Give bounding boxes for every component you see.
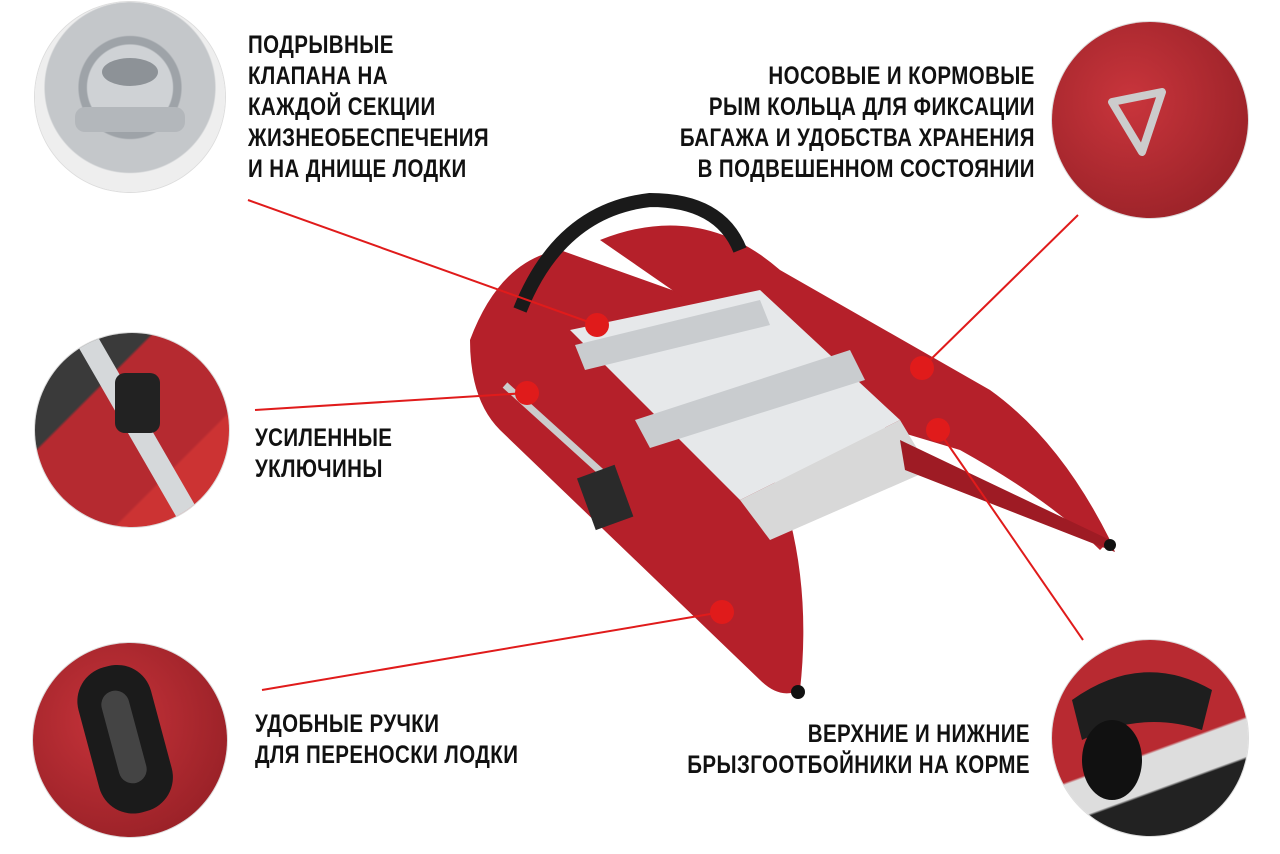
boat-bow-arch [513,192,747,313]
label-line: И НА ДНИЩЕ ЛОДКИ [248,155,467,183]
handle-callout-line [261,611,723,691]
valves-label: ПОДРЫВНЫЕ КЛАПАНА НА КАЖДОЙ СЕКЦИИ ЖИЗНЕ… [248,30,489,185]
oarlock-callout-line [254,392,528,411]
label-line: ПОДРЫВНЫЕ [248,31,394,59]
splash-callout-line [937,429,1084,641]
label-line: ДЛЯ ПЕРЕНОСКИ ЛОДКИ [255,741,519,769]
label-line: НОСОВЫЕ И КОРМОВЫЕ [768,62,1035,90]
splash-marker-dot [926,418,950,442]
ring-detail-image [1052,22,1248,218]
label-line: БРЫЗГООТБОЙНИКИ НА КОРМЕ [687,751,1030,779]
handles-label: УДОБНЫЕ РУЧКИ ДЛЯ ПЕРЕНОСКИ ЛОДКИ [255,709,518,771]
label-line: УДОБНЫЕ РУЧКИ [255,710,440,738]
valve-callout-line [247,199,598,326]
ring-marker-dot [910,356,934,380]
boat-stern-cone [900,440,1115,552]
boat-transom [740,420,930,540]
oarlock-detail-image [35,333,229,527]
label-line: БАГАЖА И УДОБСТВА ХРАНЕНИЯ [680,124,1035,152]
handle-detail-image [33,643,227,837]
splash-guard-detail-image [1052,640,1248,836]
boat-seat [575,300,770,370]
label-line: КЛАПАНА НА [248,62,388,90]
valve-marker-dot [585,313,609,337]
splash-guards-label: ВЕРХНИЕ И НИЖНИЕ БРЫЗГООТБОЙНИКИ НА КОРМ… [687,719,1030,781]
label-line: В ПОДВЕШЕННОМ СОСТОЯНИИ [697,155,1035,183]
oarlock-marker-dot [515,381,539,405]
oarlocks-label: УСИЛЕННЫЕ УКЛЮЧИНЫ [255,423,392,485]
valve-icon [75,58,185,132]
valve-detail-image [35,2,225,192]
label-line: КАЖДОЙ СЕКЦИИ [248,93,436,121]
label-line: УСИЛЕННЫЕ [255,424,393,452]
label-line: РЫМ КОЛЬЦА ДЛЯ ФИКСАЦИИ [709,93,1035,121]
boat-seat [635,350,865,448]
label-line: ЖИЗНЕОБЕСПЕЧЕНИЯ [248,124,490,152]
handle-marker-dot [710,600,734,624]
label-line: ВЕРХНИЕ И НИЖНИЕ [807,720,1030,748]
label-line: УКЛЮЧИНЫ [255,455,383,483]
rings-label: НОСОВЫЕ И КОРМОВЫЕ РЫМ КОЛЬЦА ДЛЯ ФИКСАЦ… [680,61,1035,185]
ring-callout-line [921,214,1079,369]
